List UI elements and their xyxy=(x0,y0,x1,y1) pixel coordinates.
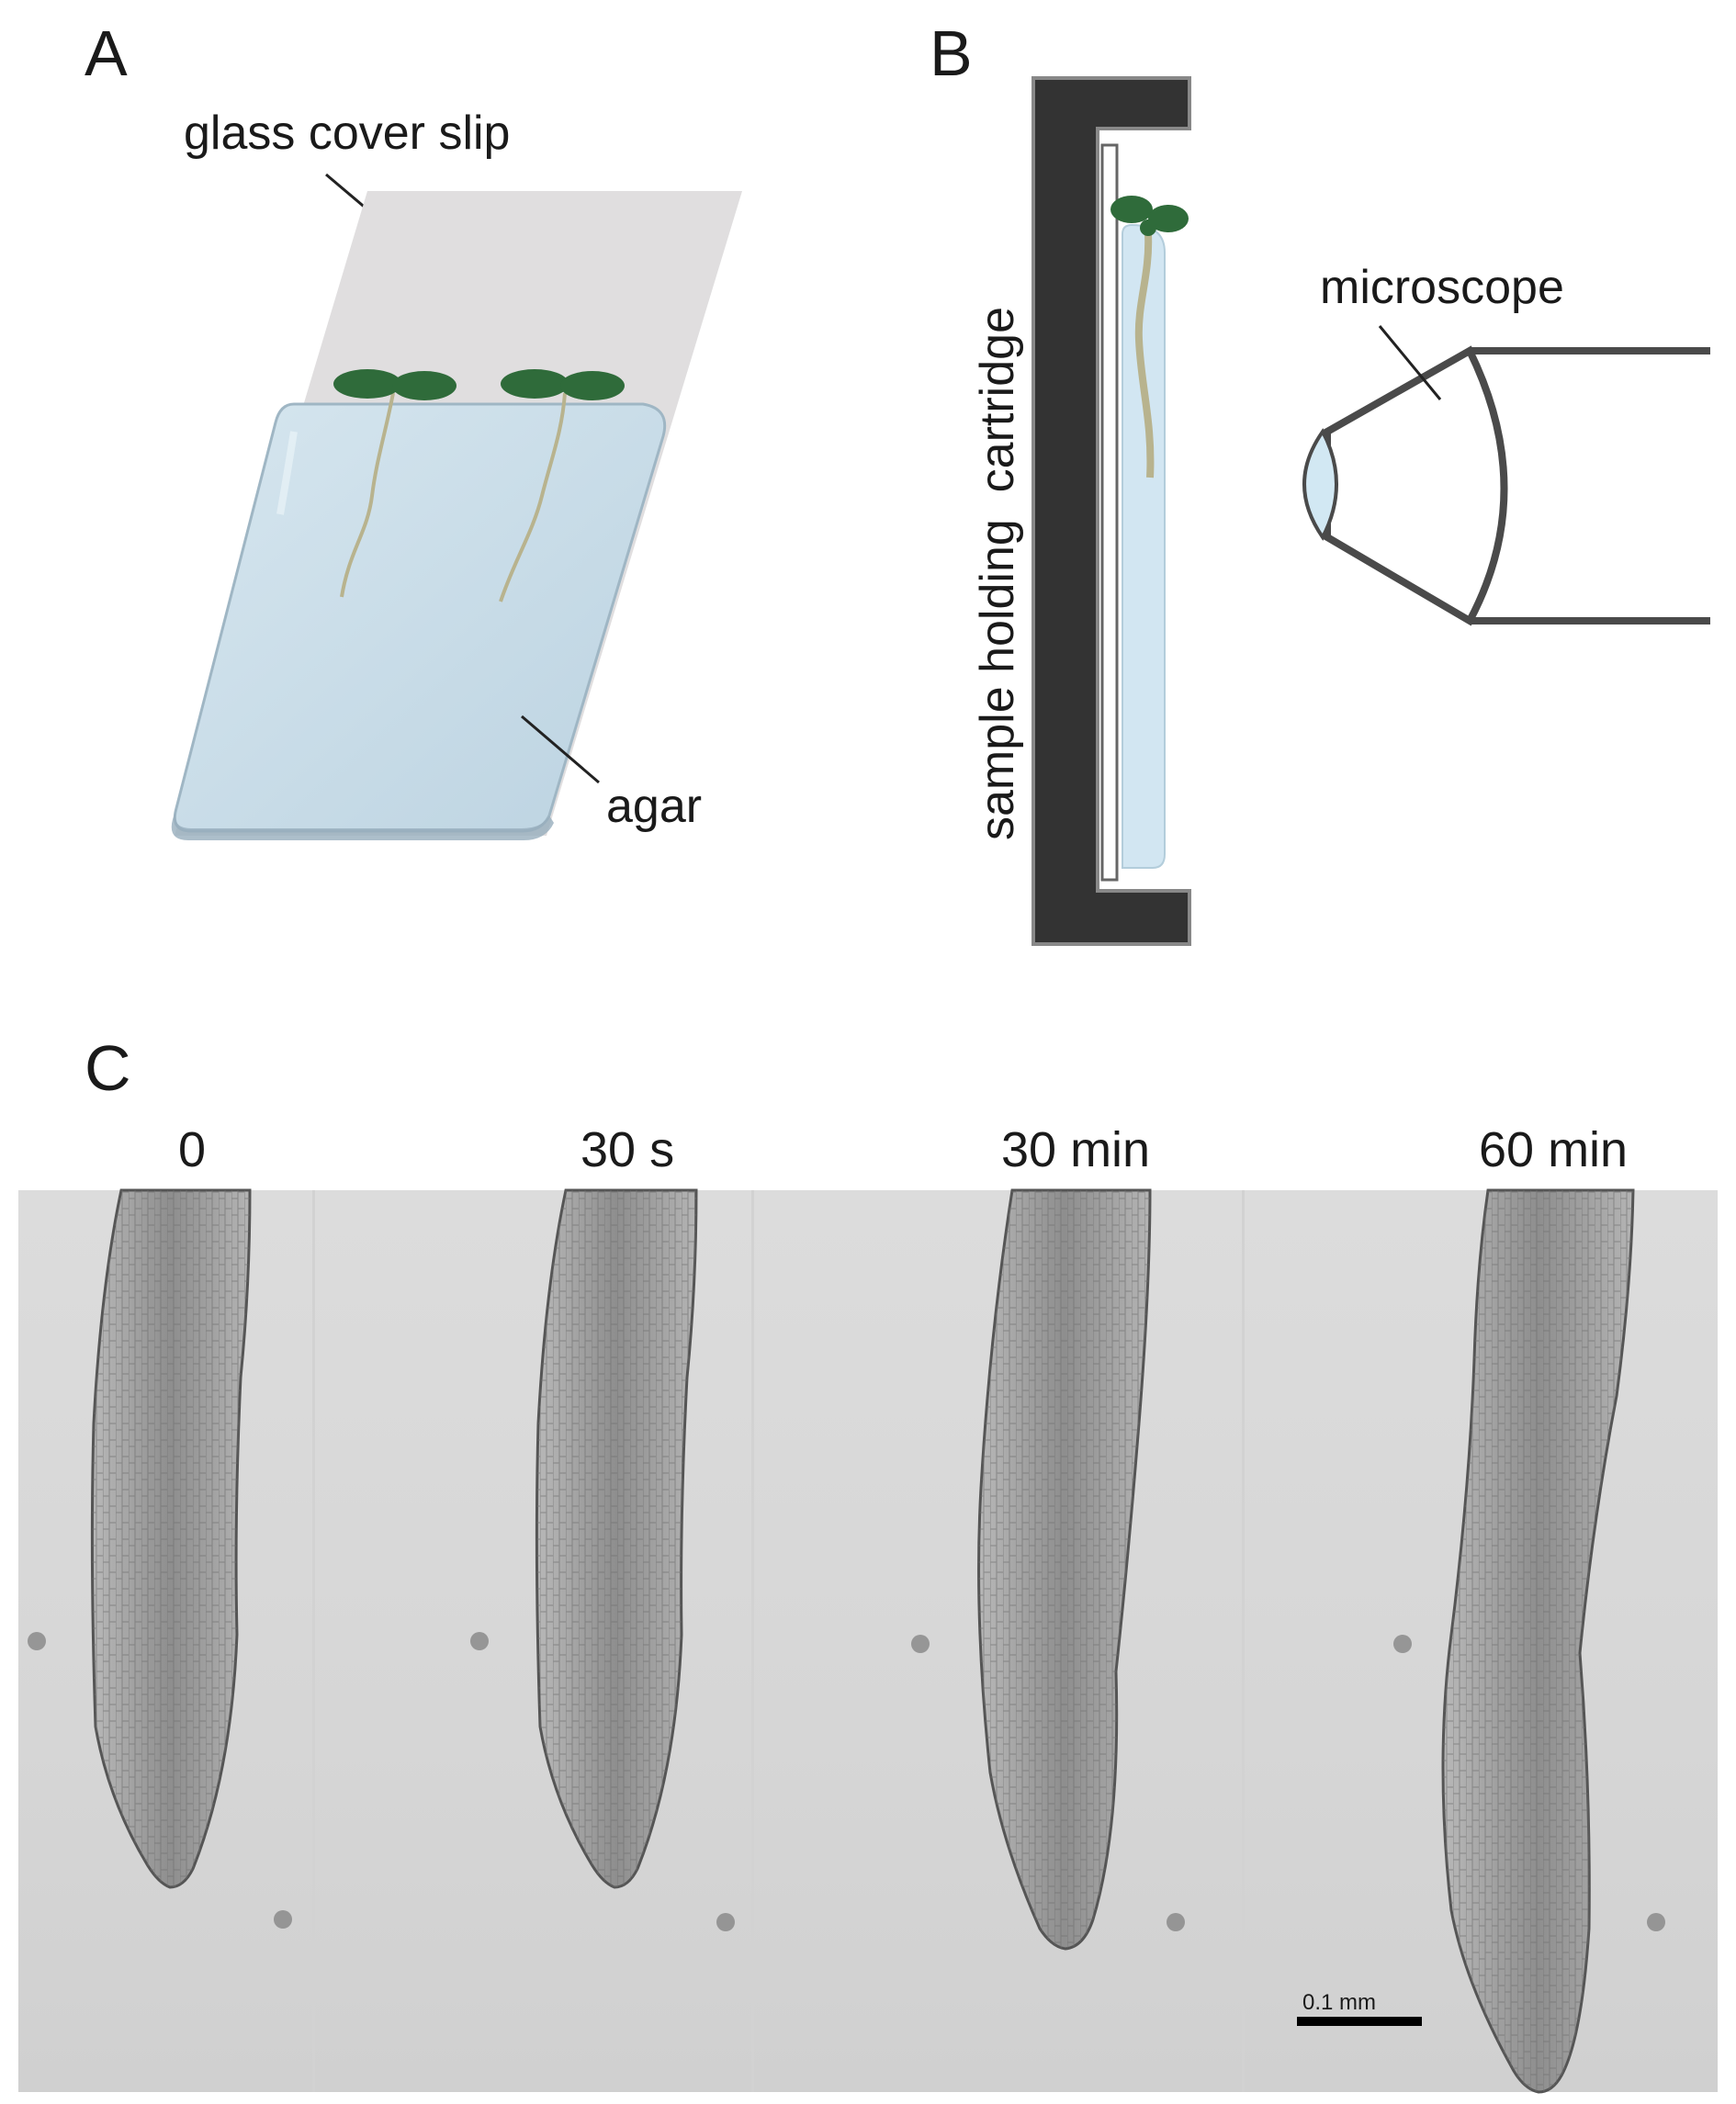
frame-boundary-1 xyxy=(312,1190,315,2092)
debris-particle xyxy=(28,1632,46,1650)
cartridge-agar xyxy=(1122,223,1166,869)
agar-highlight xyxy=(276,431,298,515)
agar-leader-line xyxy=(521,714,600,784)
debris-particles xyxy=(28,1632,1665,1931)
panel-b-letter: B xyxy=(930,17,973,89)
root-micrograph-60min xyxy=(1441,1188,1635,2094)
panel-c: C 0 30 s 30 min 60 min xyxy=(18,1032,1718,2094)
cartridge-cotyledon-left xyxy=(1110,196,1153,223)
cartridge-glass-slip xyxy=(1100,143,1119,882)
agar-label: agar xyxy=(606,780,702,833)
agar-block-shadow xyxy=(171,808,555,840)
time-label-30s: 30 s xyxy=(581,1122,674,1177)
debris-particle xyxy=(1167,1913,1185,1931)
microscope-leader-line xyxy=(1378,325,1442,400)
cartridge-seedling-root xyxy=(1134,233,1155,478)
agar-block xyxy=(173,402,667,833)
panel-a: A glass cover slip agar xyxy=(85,17,742,840)
seedling-2-cotyledon-right xyxy=(560,371,625,400)
frame-boundary-2 xyxy=(751,1190,754,2092)
root-micrograph-30min xyxy=(977,1188,1152,1951)
microscope-lens xyxy=(1302,428,1338,541)
cartridge-label: sample holding cartridge xyxy=(971,307,1024,840)
seedling-1-cotyledon-left xyxy=(333,369,401,399)
seedling-2-cotyledon-left xyxy=(501,369,569,399)
seedling-2-root xyxy=(499,392,567,602)
panel-c-letter: C xyxy=(85,1032,131,1104)
time-label-60min: 60 min xyxy=(1479,1122,1628,1177)
root-30min-cells xyxy=(978,1190,1150,1949)
debris-particle xyxy=(716,1913,735,1931)
scale-bar xyxy=(1297,2017,1422,2026)
microscope-body xyxy=(1324,345,1508,626)
debris-particle xyxy=(1647,1913,1665,1931)
microscope-label: microscope xyxy=(1320,261,1564,314)
debris-particle xyxy=(911,1635,930,1653)
debris-particle xyxy=(274,1910,292,1929)
seedling-2 xyxy=(499,369,625,602)
debris-particle xyxy=(470,1632,489,1650)
cover-slip-label: glass cover slip xyxy=(184,107,510,160)
root-60min-cells xyxy=(1443,1190,1633,2092)
time-label-0: 0 xyxy=(178,1122,206,1177)
seedling-1 xyxy=(333,369,457,598)
frame-boundary-3 xyxy=(1242,1190,1245,2092)
panel-a-letter: A xyxy=(85,17,128,89)
seedling-1-root xyxy=(340,392,395,598)
root-30s-cells xyxy=(536,1190,696,1887)
time-label-30min: 30 min xyxy=(1001,1122,1150,1177)
root-micrograph-0 xyxy=(90,1188,252,1889)
sample-holding-cartridge xyxy=(1031,76,1191,946)
root-0-cells xyxy=(92,1190,251,1887)
seedling-1-cotyledon-right xyxy=(392,371,457,400)
cartridge-seedling-hypocotyl xyxy=(1140,219,1156,236)
debris-particle xyxy=(1393,1635,1412,1653)
micrograph-strip xyxy=(18,1190,1718,2092)
root-micrograph-30s xyxy=(535,1188,698,1889)
scale-bar-label: 0.1 mm xyxy=(1302,1990,1376,2015)
panel-b: B sample holding cartridge microscope xyxy=(930,17,1710,946)
cartridge-cotyledon-right xyxy=(1148,205,1189,232)
microscope-objective xyxy=(1302,345,1710,626)
